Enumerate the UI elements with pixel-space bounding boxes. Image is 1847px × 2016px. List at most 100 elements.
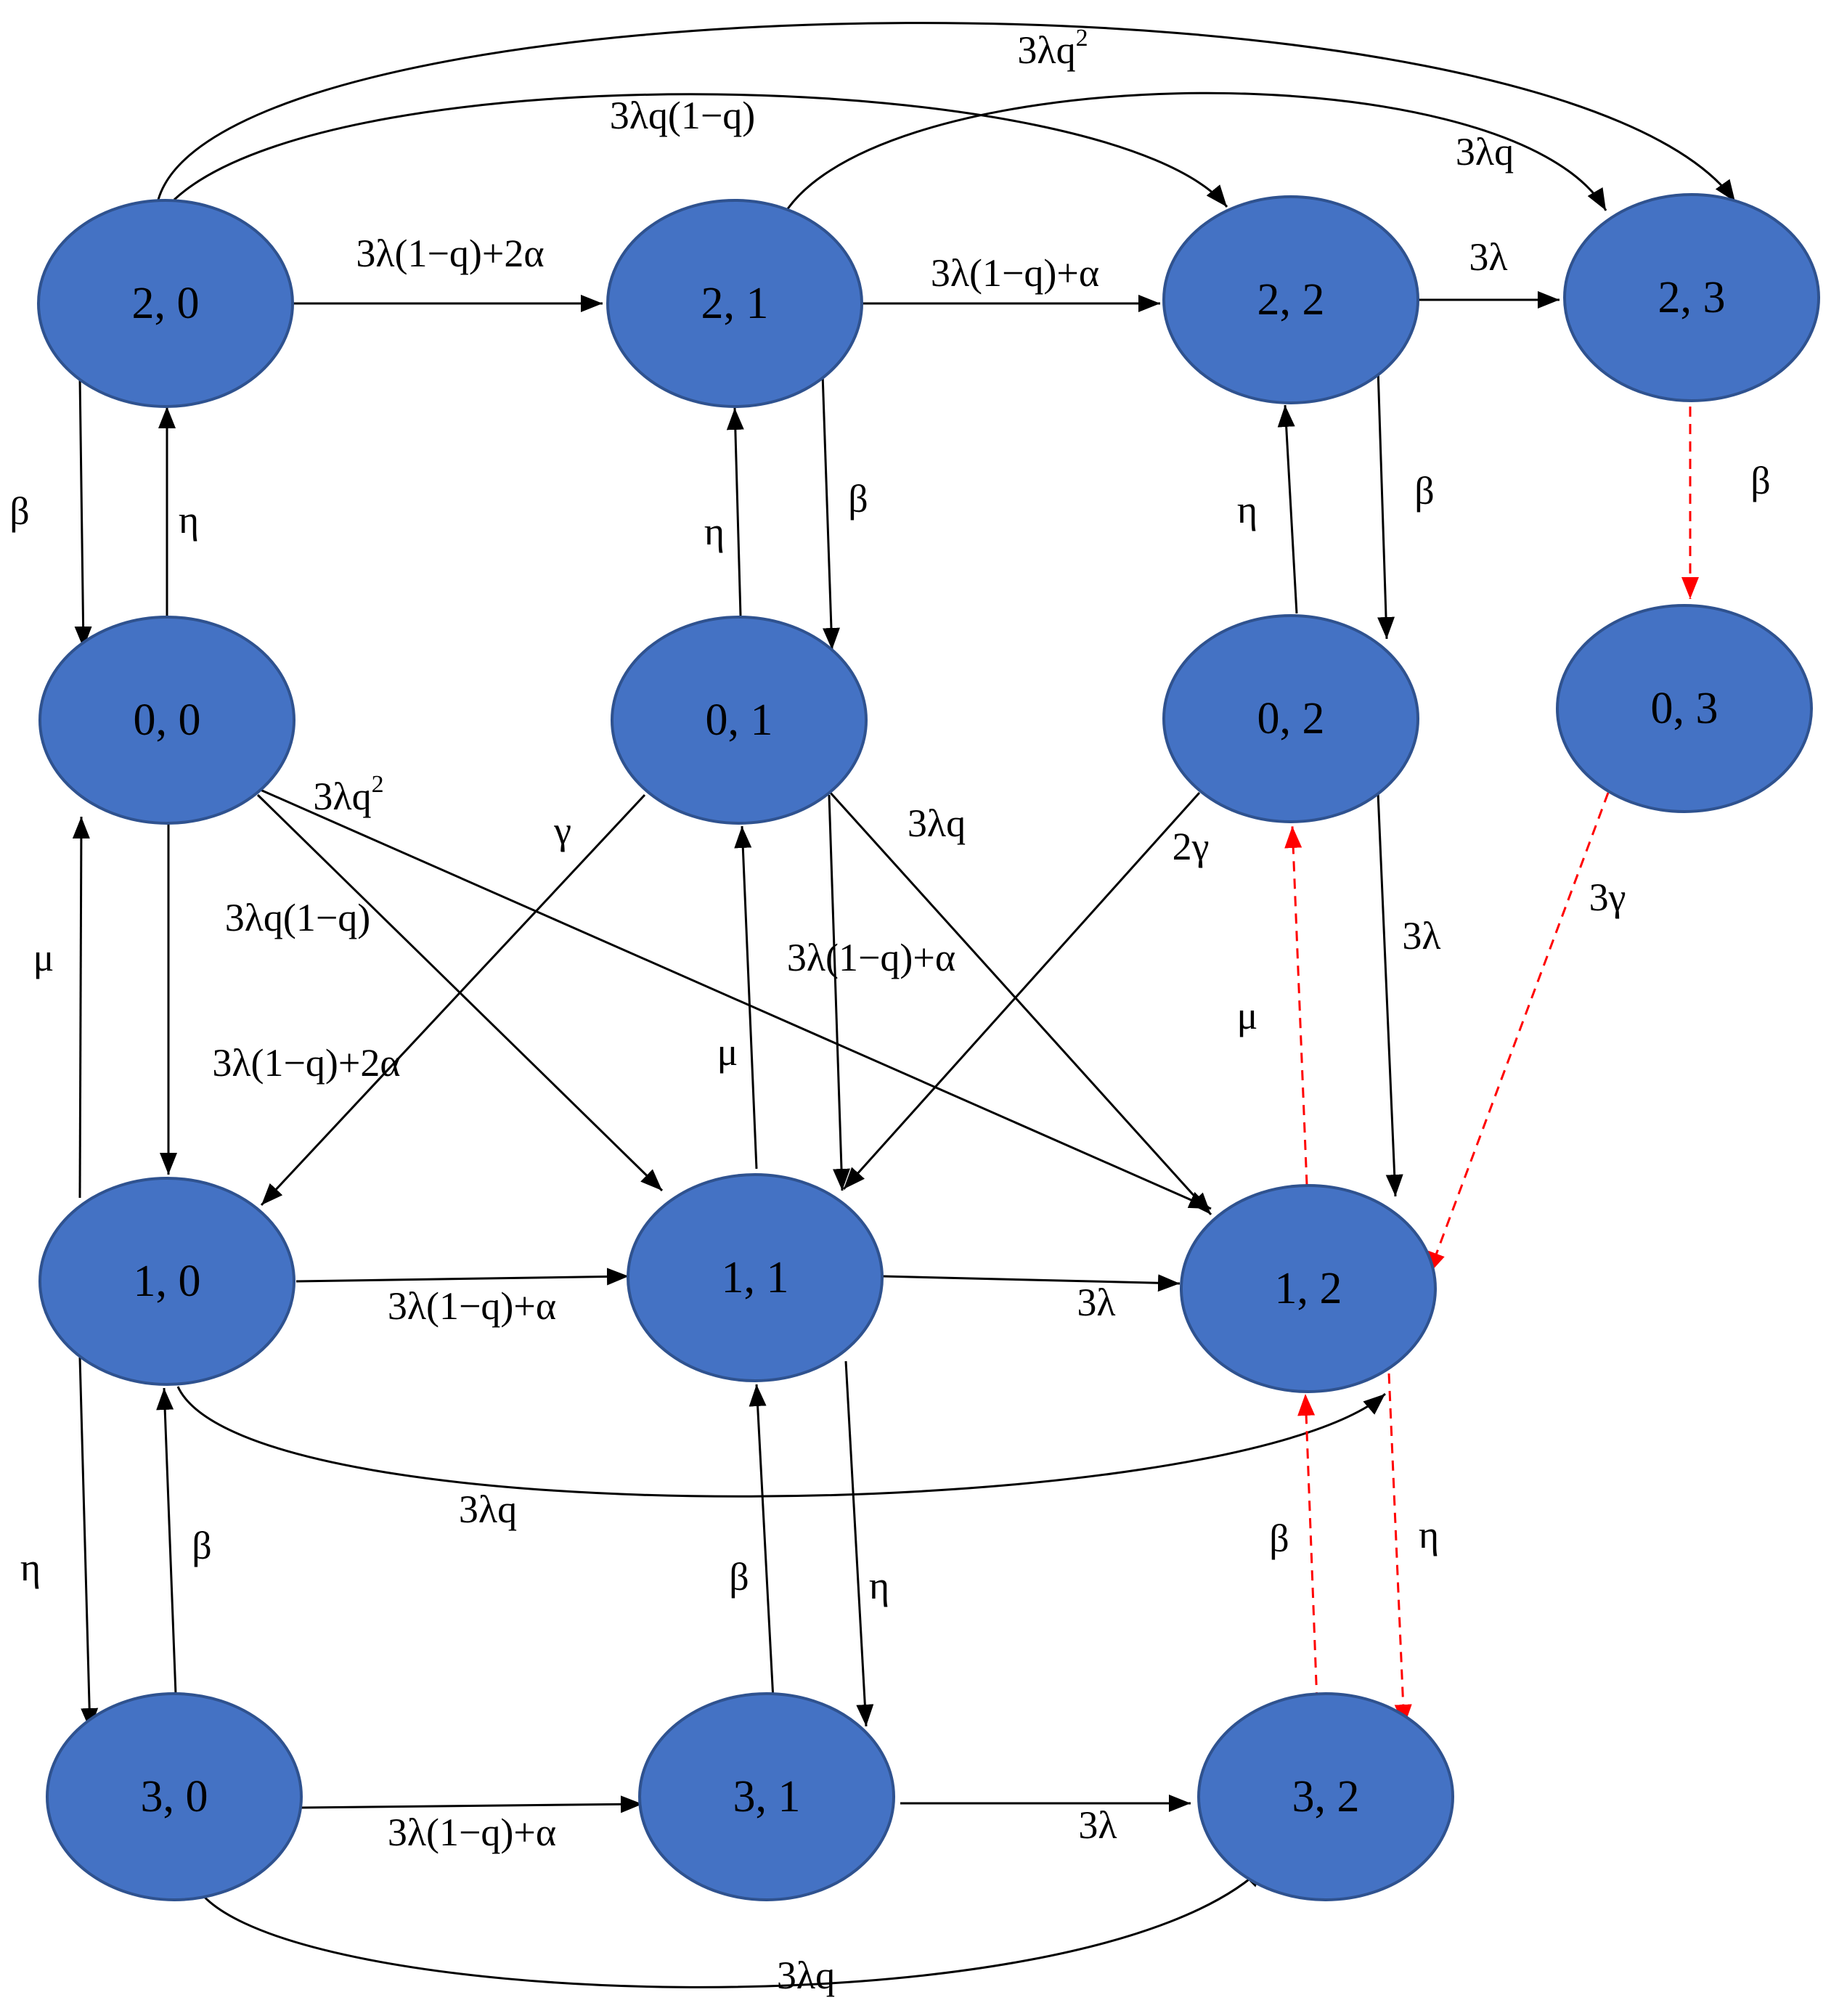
state-ellipse	[37, 199, 294, 408]
state-label: 2, 0	[132, 279, 200, 328]
edge-label-n22-to-n23: 3λ	[1469, 235, 1507, 279]
edge-label-n22-to-n02: β	[1414, 469, 1434, 513]
edge-label-n20-to-n21: 3λ(1−q)+2α	[356, 232, 544, 275]
edge-n20-to-n22	[173, 93, 1228, 208]
edge-n30-to-n10	[156, 1387, 178, 1714]
state-node-n11: 1, 1	[627, 1173, 884, 1382]
state-label: 3, 2	[1292, 1772, 1360, 1821]
edge-n22-to-n02	[1377, 368, 1395, 640]
state-label: 2, 1	[701, 279, 769, 328]
nodes-layer: 2, 0 2, 1 2, 2 2, 3 0, 0 0, 1 0, 2 0, 3 1, 0 1, 1…	[37, 193, 1820, 1901]
edge-label-n00-to-n12: 3λq(1−q)	[225, 896, 371, 939]
state-node-n22: 2, 2	[1162, 195, 1419, 404]
edge-n12-to-n02	[1284, 825, 1308, 1185]
edge-label-n30-to-n32: 3λq	[777, 1954, 835, 1997]
edges-layer	[72, 22, 1737, 1988]
state-ellipse	[1563, 193, 1820, 402]
edge-label-n10-to-n30: η	[20, 1546, 41, 1589]
state-label: 0, 1	[706, 695, 773, 745]
edge-label-n21-to-n23: 3λq	[1456, 130, 1514, 174]
edge-n20-to-n23	[157, 22, 1737, 203]
edge-label-n00-to-n11: 3λq2	[313, 771, 383, 819]
edge-label-n21-to-n22: 3λ(1−q)+α	[931, 251, 1099, 295]
state-label: 0, 0	[134, 695, 201, 745]
state-ellipse	[638, 1692, 895, 1901]
state-ellipse	[46, 1692, 303, 1901]
edge-label-n01-to-n11: 3λ(1−q)+α	[787, 936, 955, 979]
state-node-n01: 0, 1	[611, 616, 868, 825]
edge-label-n12-to-n32: η	[1419, 1513, 1439, 1556]
state-label: 2, 3	[1658, 273, 1726, 322]
edge-label-n10-to-n12: 3λq	[459, 1487, 517, 1531]
edge-label-n30-to-n31: 3λ(1−q)+α	[388, 1811, 556, 1854]
edge-n11-to-n12	[881, 1274, 1181, 1292]
edge-n01-to-n10	[260, 793, 646, 1207]
edge-label-n12-to-n02: μ	[1237, 994, 1258, 1037]
state-node-n12: 1, 2	[1180, 1184, 1437, 1393]
edge-n01-to-n21	[726, 407, 744, 616]
state-label: 0, 2	[1257, 694, 1325, 743]
edge-label-n21-to-n01: β	[848, 477, 868, 521]
edge-n21-to-n01	[821, 373, 840, 650]
state-ellipse	[1162, 614, 1419, 823]
state-node-n03: 0, 3	[1556, 604, 1813, 813]
state-node-n02: 0, 2	[1162, 614, 1419, 823]
edge-label-n30-to-n10: β	[192, 1524, 211, 1567]
state-label: 3, 0	[141, 1772, 208, 1821]
edge-label-n23-to-n03: β	[1750, 459, 1770, 502]
edge-label-n01-to-n21: η	[704, 510, 725, 553]
edge-label-n11-to-n31: η	[869, 1564, 889, 1607]
edge-label-n00-to-n20: η	[179, 498, 199, 542]
edge-label-n32-to-n12: β	[1269, 1517, 1289, 1560]
state-ellipse	[38, 1177, 295, 1386]
state-node-n32: 3, 2	[1197, 1692, 1454, 1901]
edge-label-n01-to-n12: 3λq	[908, 801, 966, 845]
state-node-n23: 2, 3	[1563, 193, 1820, 402]
state-ellipse	[38, 616, 295, 825]
edge-label-n02-to-n11: 2γ	[1173, 825, 1210, 868]
edge-n10-to-n30	[78, 1357, 99, 1731]
edge-n31-to-n11	[749, 1384, 775, 1714]
edge-label-n11-to-n12: 3λ	[1077, 1281, 1115, 1324]
edge-label-n02-to-n12: 3λ	[1402, 914, 1440, 958]
edge-label-superscript: 2	[372, 771, 384, 798]
state-node-n10: 1, 0	[38, 1177, 295, 1386]
edge-label-n02-to-n22: η	[1237, 488, 1257, 531]
state-ellipse	[611, 616, 868, 825]
edge-n21-to-n23	[774, 91, 1607, 233]
state-ellipse	[627, 1173, 884, 1382]
state-ellipse	[1197, 1692, 1454, 1901]
edge-label-n20-to-n23: 3λq2	[1017, 25, 1088, 73]
edge-label-superscript: 2	[1076, 25, 1088, 52]
state-label: 1, 0	[134, 1257, 201, 1306]
edge-n02-to-n22	[1277, 404, 1298, 614]
state-ellipse	[1162, 195, 1419, 404]
edge-n11-to-n01	[734, 825, 758, 1170]
state-ellipse	[1180, 1184, 1437, 1393]
edge-label-n03-to-n12: 3γ	[1589, 876, 1626, 919]
edge-label-n00-to-n10: 3λ(1−q)+2α	[212, 1041, 400, 1085]
edge-n32-to-n12	[1297, 1393, 1318, 1703]
edge-n00-to-n12	[255, 786, 1212, 1210]
edge-n01-to-n12	[828, 790, 1212, 1216]
edge-n10-to-n12	[176, 1386, 1386, 1498]
state-node-n31: 3, 1	[638, 1692, 895, 1901]
edge-n10-to-n11	[295, 1268, 629, 1286]
edge-n02-to-n12	[1377, 792, 1403, 1197]
state-label: 2, 2	[1257, 275, 1325, 325]
state-node-n00: 0, 0	[38, 616, 295, 825]
edge-label-n20-to-n22: 3λq(1−q)	[610, 94, 756, 137]
state-label: 3, 1	[733, 1772, 801, 1821]
state-label: 1, 1	[722, 1253, 789, 1302]
state-ellipse	[606, 199, 863, 408]
state-node-n20: 2, 0	[37, 199, 294, 408]
edge-n30-to-n31	[301, 1795, 643, 1813]
edge-label-n11-to-n01: μ	[717, 1030, 738, 1074]
state-ellipse	[1556, 604, 1813, 813]
edge-label-n01-to-n10: γ	[553, 809, 571, 852]
edge-n11-to-n31	[844, 1360, 874, 1727]
edge-label-n31-to-n32: 3λ	[1078, 1803, 1117, 1847]
state-node-n30: 3, 0	[46, 1692, 303, 1901]
state-label: 0, 3	[1651, 684, 1718, 733]
